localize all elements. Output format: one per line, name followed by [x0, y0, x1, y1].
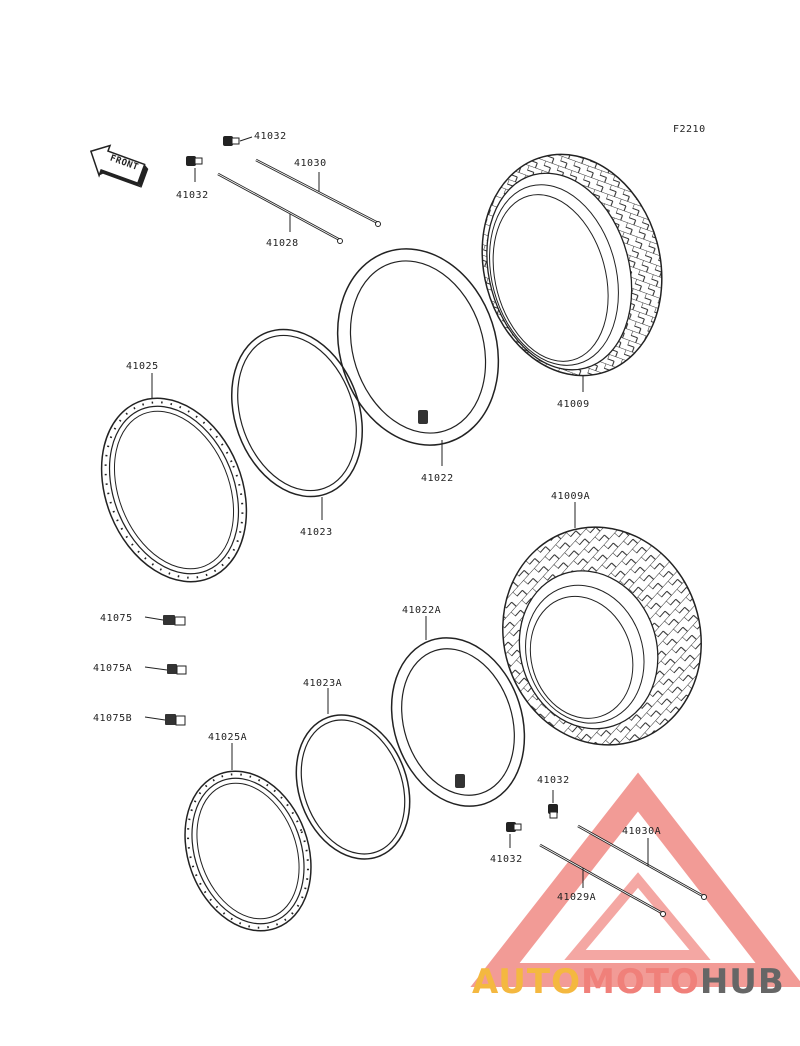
rim-41025A-icon	[184, 770, 312, 932]
label-41022: 41022	[421, 473, 454, 484]
rim-41025-icon	[100, 397, 248, 583]
label-41075: 41075	[100, 613, 133, 624]
nipple-41075B-icon	[144, 714, 186, 726]
watermark-logo: AUTOMOTOHUB	[472, 962, 792, 1002]
tire-41009A-icon	[502, 526, 702, 746]
label-41032-top-b: 41032	[176, 190, 209, 201]
spoke-41029A-icon	[539, 843, 666, 917]
label-41032-top-a: 41032	[254, 131, 287, 142]
nipple-41075-icon	[144, 615, 186, 626]
label-41075B: 41075B	[93, 713, 132, 724]
tube-41022-icon	[336, 248, 500, 446]
spoke-41030A-icon	[577, 824, 707, 900]
label-41028: 41028	[266, 238, 299, 249]
label-41025A: 41025A	[208, 732, 247, 743]
label-41023A: 41023A	[303, 678, 342, 689]
figure-code: F2210	[673, 124, 706, 135]
label-41025: 41025	[126, 361, 159, 372]
watermark-hub: HUB	[699, 962, 785, 1002]
spoke-41030-icon	[255, 158, 381, 227]
label-41009: 41009	[557, 399, 590, 410]
nut-41032-top-a-icon	[223, 136, 253, 146]
label-41029A: 41029A	[557, 892, 596, 903]
label-41030: 41030	[294, 158, 327, 169]
nut-41032-bot-a-icon	[548, 790, 558, 819]
label-41022A: 41022A	[402, 605, 441, 616]
watermark-triangle-icon	[470, 772, 800, 987]
valve-a-icon	[455, 774, 465, 788]
label-41075A: 41075A	[93, 663, 132, 674]
rim-tape-41023-icon	[230, 328, 364, 498]
rim-tape-41023A-icon	[295, 714, 411, 860]
nipple-41075A-icon	[144, 664, 187, 675]
valve-icon	[418, 410, 428, 424]
nut-41032-bot-b-icon	[506, 822, 522, 848]
spoke-41028-icon	[217, 172, 343, 244]
nut-41032-top-b-icon	[186, 156, 203, 182]
front-arrow-icon	[89, 144, 149, 188]
tire-41009-icon	[481, 153, 663, 377]
label-41030A: 41030A	[622, 826, 661, 837]
label-41009A: 41009A	[551, 491, 590, 502]
label-41032-bot-b: 41032	[490, 854, 523, 865]
label-41032-bot-a: 41032	[537, 775, 570, 786]
label-41023: 41023	[300, 527, 333, 538]
watermark-moto: MOTO	[580, 962, 700, 1002]
tube-41022A-icon	[390, 637, 526, 807]
watermark-auto: AUTO	[472, 962, 581, 1002]
